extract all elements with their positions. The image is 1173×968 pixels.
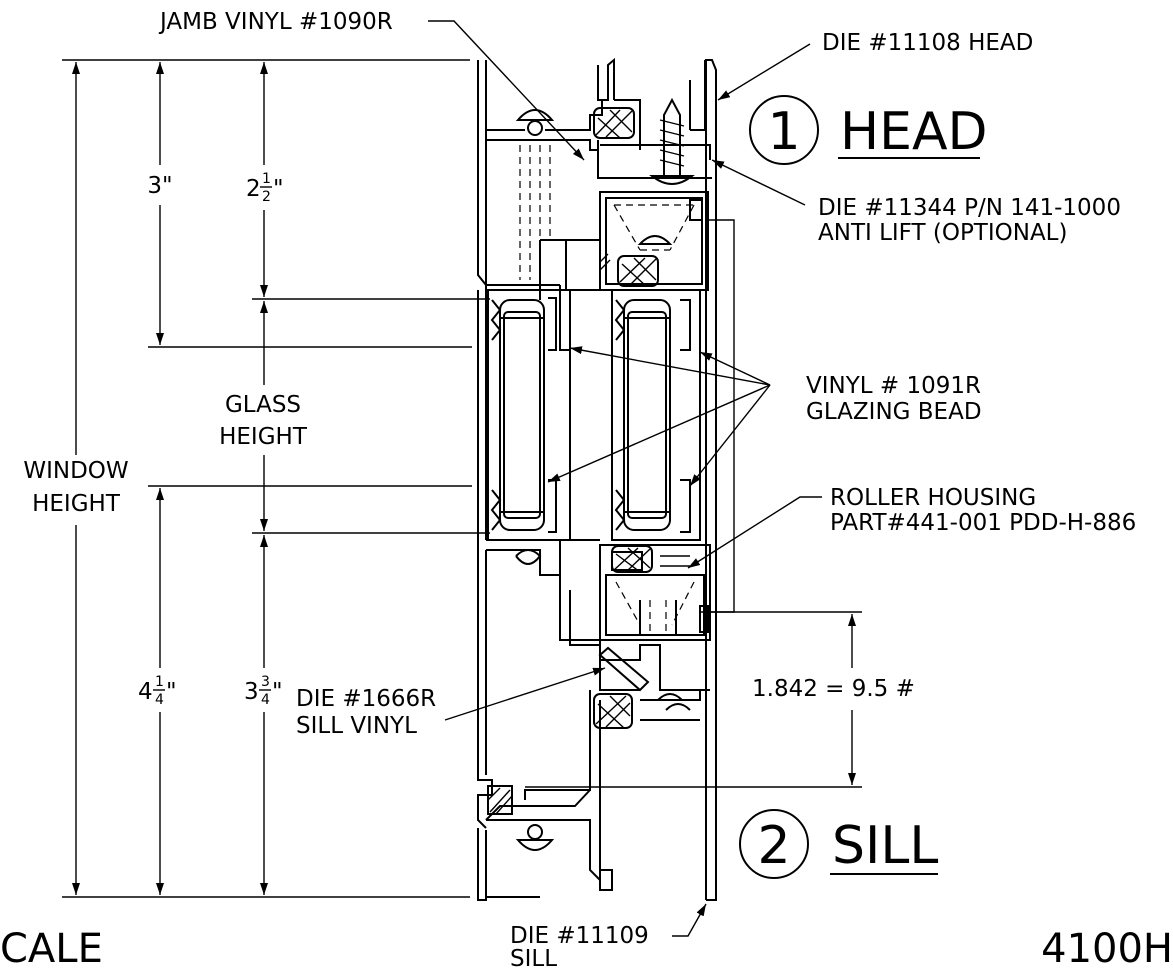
window-height-label-1: WINDOW xyxy=(23,458,128,484)
dim-bottom-inner: 3 3 4 " xyxy=(244,674,283,708)
die-anti-lift-label-1: DIE #11344 P/N 141-1000 xyxy=(818,195,1121,221)
sill-number: 2 xyxy=(757,816,790,876)
svg-text:1: 1 xyxy=(262,171,271,187)
annotation-labels: JAMB VINYL #1090R DIE #11108 HEAD DIE #1… xyxy=(23,9,1136,968)
sill-circle xyxy=(739,809,809,879)
sill-vinyl-label-2: SILL VINYL xyxy=(296,713,417,739)
head-number: 1 xyxy=(767,102,800,162)
svg-text:2: 2 xyxy=(246,176,261,202)
head-title: HEAD xyxy=(840,102,988,162)
svg-text:1: 1 xyxy=(155,674,164,690)
screw-head-top xyxy=(515,109,555,136)
svg-text:4: 4 xyxy=(155,692,164,708)
footer-left-text: CALE xyxy=(0,926,103,968)
jamb-vinyl-dashed xyxy=(519,145,551,280)
die-head-label: DIE #11108 HEAD xyxy=(822,30,1033,56)
svg-text:": " xyxy=(166,679,177,705)
leader-lines xyxy=(428,20,822,937)
vinyl-bead-label-1: VINYL # 1091R xyxy=(806,373,981,399)
footer-right-text: 4100H xyxy=(1041,926,1173,968)
weatherstrip-seals xyxy=(487,107,659,815)
glass-height-label-2: HEIGHT xyxy=(219,424,308,450)
svg-text:2: 2 xyxy=(262,189,271,205)
sill-title: SILL xyxy=(832,816,938,876)
sash-left xyxy=(487,289,571,541)
dim-top-inner: 2 1 2 " xyxy=(246,171,284,205)
window-height-label-2: HEIGHT xyxy=(32,491,121,517)
weight-label: 1.842 = 9.5 # xyxy=(752,676,915,702)
roller-housing-label-1: ROLLER HOUSING xyxy=(830,485,1036,511)
anti-lift-box xyxy=(599,191,709,291)
svg-text:3: 3 xyxy=(244,679,259,705)
section-sill: 2 SILL xyxy=(739,809,938,879)
sash-right xyxy=(611,289,701,541)
die-anti-lift-label-2: ANTI LIFT (OPTIONAL) xyxy=(818,220,1067,246)
glass-height-label-1: GLASS xyxy=(225,392,301,418)
die-sill-label-1: DIE #11109 xyxy=(510,923,649,949)
svg-text:4: 4 xyxy=(138,679,153,705)
die-sill-label-2: SILL xyxy=(510,946,557,968)
svg-text:4: 4 xyxy=(261,692,270,708)
section-head: 1 HEAD xyxy=(749,95,988,165)
sill-vinyl-label-1: DIE #1666R xyxy=(296,686,436,712)
svg-text:": " xyxy=(273,176,284,202)
screw-head-bottom xyxy=(515,824,555,851)
sill-vinyl xyxy=(598,646,650,692)
dim-top-outer: 3" xyxy=(147,173,172,199)
vinyl-bead-label-2: GLAZING BEAD xyxy=(806,399,982,425)
roller-housing-label-2: PART#441-001 PDD-H-886 xyxy=(830,510,1136,536)
anchor-screw xyxy=(649,97,695,185)
roller-housing xyxy=(599,544,711,641)
svg-text:3: 3 xyxy=(261,674,270,690)
jamb-vinyl-label: JAMB VINYL #1090R xyxy=(158,9,393,35)
dimension-values: 3" 2 1 2 " 4 1 4 " 3 3 4 " xyxy=(138,171,284,708)
head-circle xyxy=(749,95,819,165)
dim-bottom-outer: 4 1 4 " xyxy=(138,674,177,708)
sill-screw-bosses xyxy=(515,549,691,711)
svg-text:": " xyxy=(272,679,283,705)
dimension-lines xyxy=(62,59,862,898)
